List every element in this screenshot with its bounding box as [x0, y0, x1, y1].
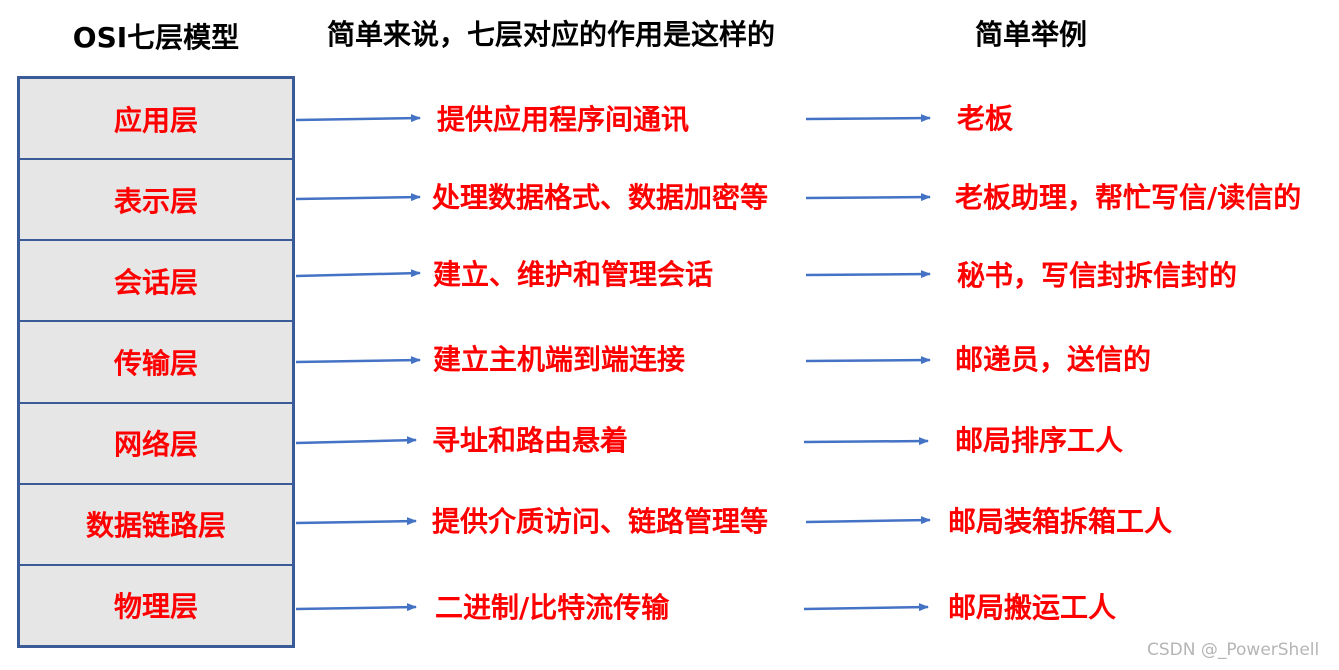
layer-function: 建立、维护和管理会话	[433, 258, 714, 291]
layer-name: 数据链路层	[85, 509, 226, 543]
arrow-layer-to-function	[295, 114, 421, 123]
layer-example: 邮局搬运工人	[948, 591, 1117, 624]
layer-cell-session: 会话层	[20, 239, 292, 321]
arrow-function-to-example	[803, 603, 929, 612]
arrow-layer-to-function	[295, 436, 417, 445]
arrow-layer-to-function	[295, 517, 417, 526]
examples-column-header: 简单举例	[975, 18, 1088, 51]
layer-name: 传输层	[113, 346, 198, 380]
layer-cell-data-link: 数据链路层	[20, 482, 292, 564]
layer-function: 寻址和路由悬着	[432, 424, 629, 457]
functions-column-header: 简单来说，七层对应的作用是这样的	[327, 18, 776, 51]
layer-name: 物理层	[113, 590, 198, 624]
arrow-layer-to-function	[295, 356, 421, 365]
layer-function: 二进制/比特流传输	[435, 591, 670, 624]
layer-function: 提供介质访问、链路管理等	[432, 505, 769, 538]
arrow-layer-to-function	[295, 603, 417, 612]
watermark: CSDN @_PowerShell	[1147, 640, 1320, 660]
osi-layer-stack: 应用层 表示层 会话层 传输层 网络层 数据链路层 物理层	[17, 76, 295, 648]
layer-function: 处理数据格式、数据加密等	[432, 181, 769, 214]
arrow-function-to-example	[805, 356, 931, 365]
layer-example: 老板助理，帮忙写信/读信的	[955, 181, 1302, 214]
layer-name: 会话层	[113, 265, 198, 299]
layers-column-header: OSI七层模型	[72, 21, 240, 54]
layer-example: 邮局排序工人	[955, 424, 1124, 457]
layer-cell-application: 应用层	[20, 79, 292, 159]
layer-example: 邮递员，送信的	[955, 343, 1152, 376]
layer-cell-network: 网络层	[20, 401, 292, 483]
arrow-function-to-example	[803, 437, 929, 446]
layer-name: 应用层	[113, 103, 198, 137]
arrow-function-to-example	[805, 114, 931, 123]
layer-name: 表示层	[113, 184, 198, 218]
arrow-layer-to-function	[295, 193, 421, 202]
layer-cell-presentation: 表示层	[20, 158, 292, 240]
layer-name: 网络层	[113, 428, 198, 462]
arrow-function-to-example	[805, 270, 931, 279]
layer-function: 提供应用程序间通讯	[437, 103, 690, 136]
layer-example: 老板	[957, 102, 1014, 135]
layer-cell-physical: 物理层	[20, 563, 292, 645]
arrow-function-to-example	[805, 193, 931, 202]
layer-example: 秘书，写信封拆信封的	[957, 259, 1238, 292]
layer-cell-transport: 传输层	[20, 320, 292, 402]
layer-function: 建立主机端到端连接	[433, 343, 686, 376]
arrow-function-to-example	[805, 516, 931, 525]
arrow-layer-to-function	[295, 269, 421, 278]
layer-example: 邮局装箱拆箱工人	[948, 505, 1173, 538]
